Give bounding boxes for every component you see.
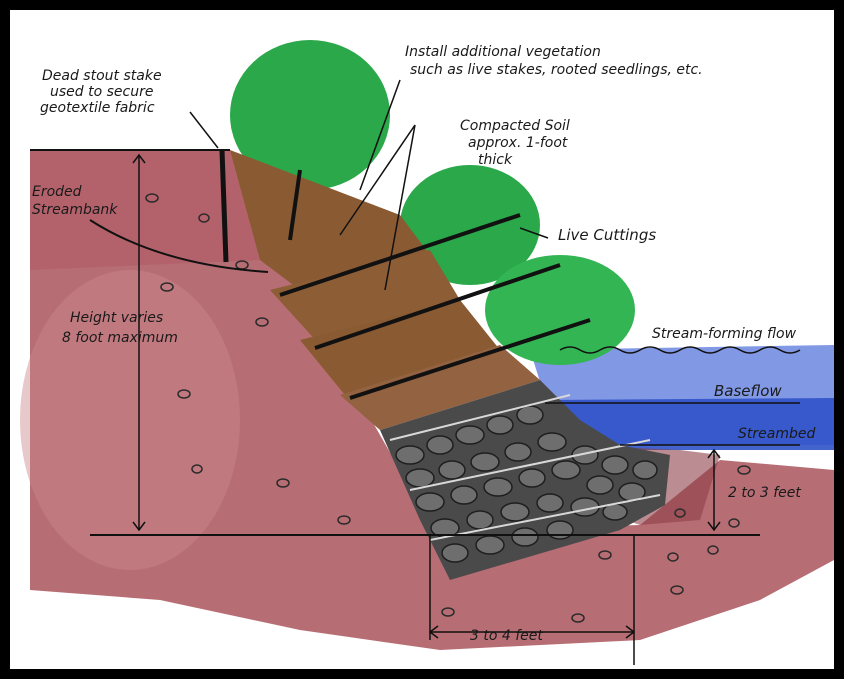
- stream-forming-flow-label: Stream-forming flow: [652, 326, 797, 342]
- depth-label: 2 to 3 feet: [728, 485, 801, 501]
- live-cuttings-label: Live Cuttings: [558, 226, 656, 244]
- streambed-label: Streambed: [738, 426, 815, 442]
- stake-label: Dead stout stake used to secure geotexti…: [40, 68, 166, 116]
- compacted-soil-label: Compacted Soil approx. 1-foot thick: [460, 118, 574, 168]
- baseflow-label: Baseflow: [714, 382, 782, 400]
- vegetation-label: Install additional vegetation such as li…: [405, 44, 703, 78]
- width-label: 3 to 4 feet: [470, 628, 543, 644]
